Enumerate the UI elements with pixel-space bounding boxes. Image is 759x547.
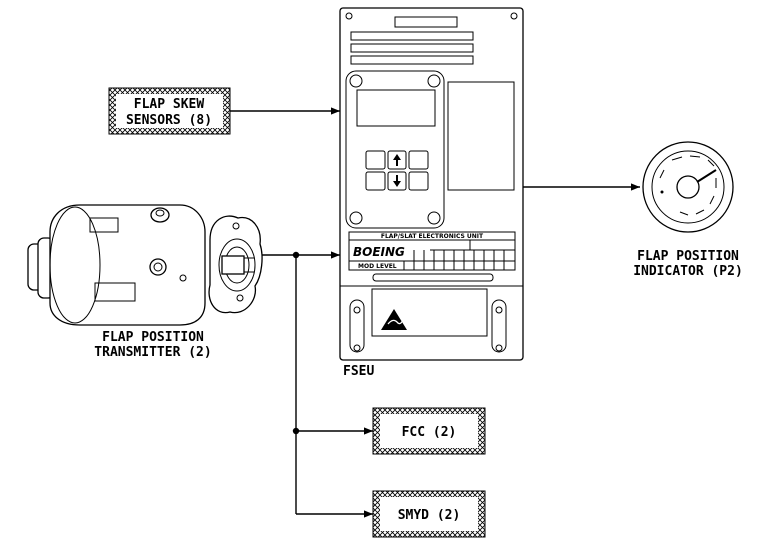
mod-level-label: MOD LEVEL bbox=[358, 263, 397, 270]
flap-position-transmitter bbox=[27, 204, 263, 326]
fseu-label: FSEU bbox=[343, 364, 374, 379]
fseu-unit: FLAP/SLAT ELECTRONICS UNIT BOEING MOD LE… bbox=[339, 7, 524, 361]
down-arrow-icon bbox=[393, 175, 401, 187]
fcc-box: FCC (2) bbox=[372, 407, 486, 455]
fseu-keypad bbox=[365, 150, 429, 191]
flap-skew-sensors-box: FLAP SKEW SENSORS (8) bbox=[108, 87, 231, 135]
connection-lines bbox=[230, 107, 640, 518]
smyd-label: SMYD (2) bbox=[398, 508, 461, 523]
fcc-label: FCC (2) bbox=[402, 425, 457, 440]
smyd-box: SMYD (2) bbox=[372, 490, 486, 538]
flap-position-indicator-label-1: FLAP POSITION bbox=[637, 249, 739, 264]
flap-position-transmitter-label-1: FLAP POSITION bbox=[102, 330, 204, 345]
junction-dot bbox=[292, 251, 300, 259]
flap-skew-sensors-label-2: SENSORS (8) bbox=[126, 113, 212, 128]
flap-position-indicator bbox=[642, 141, 734, 233]
flap-position-transmitter-label-2: TRANSMITTER (2) bbox=[94, 345, 211, 360]
fseu-nameplate: FLAP/SLAT ELECTRONICS UNIT BOEING MOD LE… bbox=[348, 231, 516, 271]
unit-title-label: FLAP/SLAT ELECTRONICS UNIT bbox=[381, 233, 484, 240]
brand-label: BOEING bbox=[353, 245, 405, 259]
esd-warning-icon bbox=[381, 309, 407, 330]
flap-skew-sensors-label-1: FLAP SKEW bbox=[134, 97, 205, 112]
flap-position-indicator-label-2: INDICATOR (P2) bbox=[633, 264, 743, 279]
up-arrow-icon bbox=[393, 154, 401, 166]
